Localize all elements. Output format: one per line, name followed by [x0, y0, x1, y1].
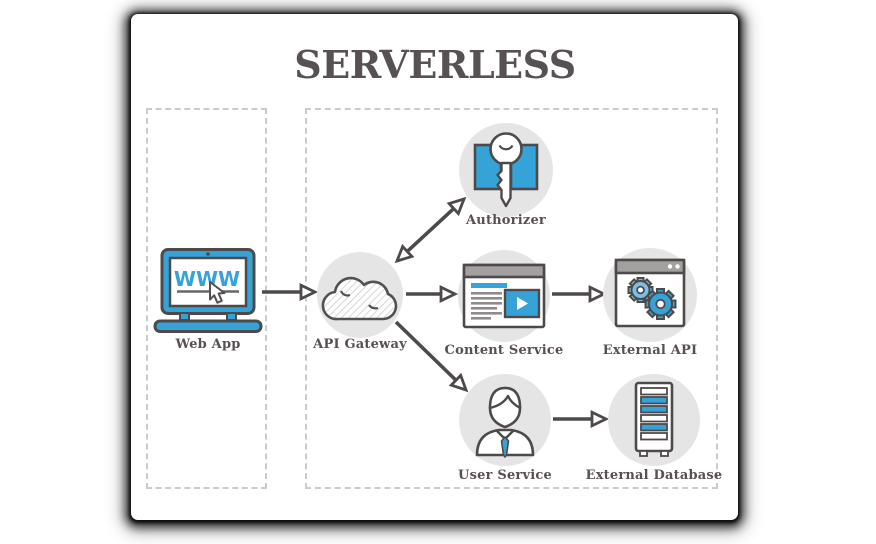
node-label-web-app: Web App: [175, 337, 241, 352]
client-container-box: [146, 108, 267, 489]
node-external-api: [603, 248, 697, 342]
key-icon: [473, 132, 539, 208]
node-circle: [459, 123, 553, 217]
browser-gears-icon: [614, 258, 686, 328]
node-authorizer: [459, 123, 553, 217]
small-gear: [627, 277, 654, 303]
browser-video-icon: [462, 263, 546, 329]
node-api-gateway: [317, 252, 403, 338]
node-label-external-database: External Database: [585, 468, 723, 483]
node-external-database: [608, 374, 700, 466]
node-web-app: WWW: [153, 248, 263, 336]
server-icon: [634, 381, 674, 457]
node-circle: [459, 374, 551, 466]
node-circle: [458, 250, 550, 342]
node-label-api-gateway: API Gateway: [313, 337, 407, 352]
laptop-icon: WWW: [153, 248, 263, 333]
node-circle: [603, 248, 697, 342]
node-label-content-service: Content Service: [444, 343, 564, 358]
cloud-icon: [321, 276, 398, 321]
node-content-service: [458, 250, 550, 342]
node-label-user-service: User Service: [458, 468, 552, 483]
page-title: SERVERLESS: [294, 42, 576, 87]
person-icon: [475, 386, 535, 458]
node-label-external-api: External API: [602, 343, 698, 358]
node-label-authorizer: Authorizer: [466, 213, 546, 228]
svg-text:WWW: WWW: [174, 267, 240, 291]
node-circle: [608, 374, 700, 466]
large-gear: [644, 288, 677, 320]
node-user-service: [459, 374, 551, 466]
node-circle: [317, 252, 403, 338]
